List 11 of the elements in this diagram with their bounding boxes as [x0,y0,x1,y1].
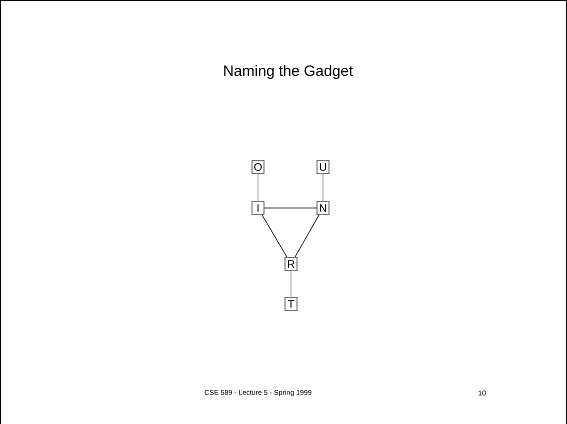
letter-box: T [284,297,298,311]
connector-line [294,214,320,258]
letter-box: I [252,201,264,215]
letter-box: R [284,257,298,271]
connector-line [262,214,288,258]
letter-box: N [316,201,330,215]
letter-box: U [316,160,330,174]
connector-line [322,173,324,202]
letter-box: O [252,160,264,174]
title: Naming the Gadget [224,65,353,79]
connector-line [290,270,292,298]
